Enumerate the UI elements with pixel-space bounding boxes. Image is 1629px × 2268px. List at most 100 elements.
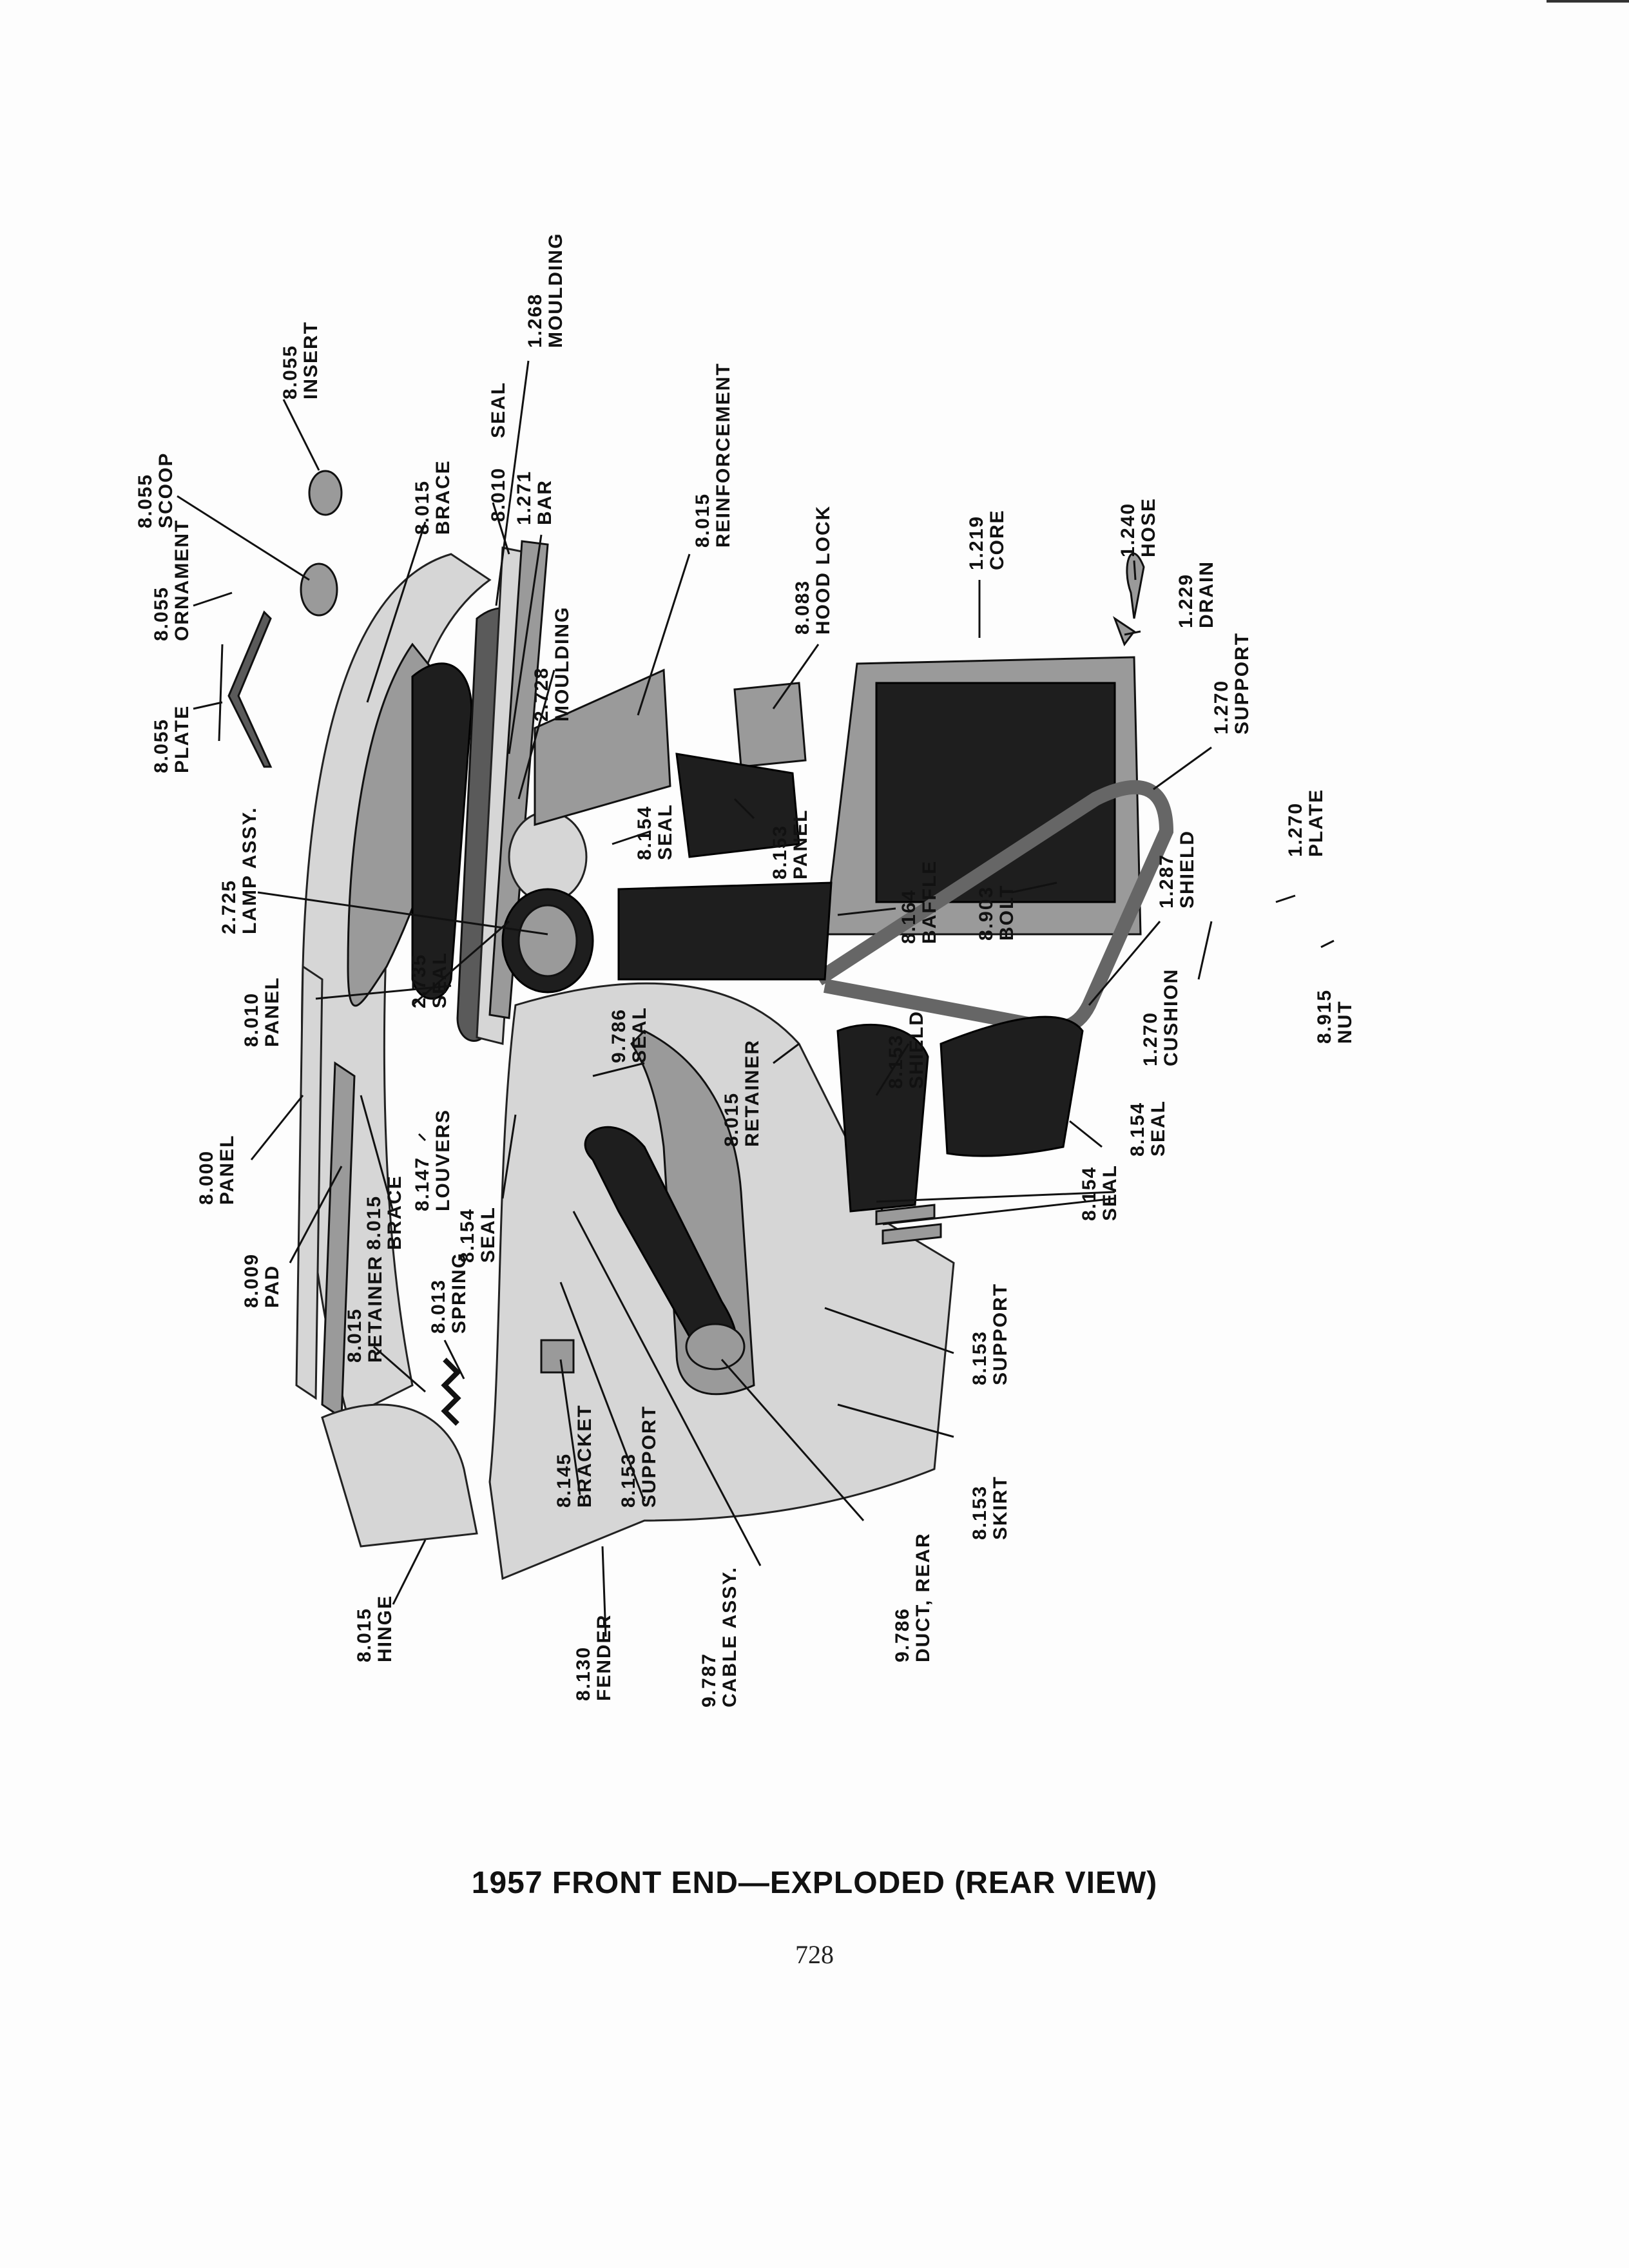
callout-number: 8.154 [1079, 1166, 1100, 1221]
callout-label: LAMP ASSY. [239, 807, 260, 934]
callout-seal-8154-d: 8.154 SEAL [457, 1206, 499, 1263]
callout-number: 8.153 [969, 1331, 990, 1385]
callout-label: SUPPORT [1231, 632, 1253, 735]
brace-structure [411, 662, 472, 1000]
baffle-shape [617, 881, 833, 981]
callout-number: 8.055 [151, 718, 172, 773]
callout-label: MOULDING [545, 233, 566, 348]
callout-moulding-1268: 1.268 MOULDING [525, 233, 566, 348]
callout-plate-8055: 8.055 PLATE [151, 705, 193, 773]
callout-fender-8130: 8.130 FENDER [573, 1614, 615, 1701]
callout-number: 8.164 [898, 889, 920, 944]
callout-support-8153-right: 8.153 SUPPORT [969, 1283, 1011, 1385]
hood-edge-strip [295, 965, 323, 1400]
callout-support-8153-low: 8.153 SUPPORT [618, 1405, 660, 1508]
callout-label: CABLE ASSY. [719, 1566, 740, 1707]
callout-number: 9.786 [892, 1608, 913, 1662]
figure-caption: 1957 FRONT END—EXPLODED (REAR VIEW) [471, 1866, 1158, 1900]
callout-label: HOSE [1138, 497, 1159, 557]
callout-label: FENDER [593, 1614, 615, 1701]
callout-scoop-8055: 8.055 SCOOP [135, 452, 177, 528]
callout-number: 2.725 [218, 879, 240, 934]
callout-drain-1229: 1.229 DRAIN [1175, 561, 1217, 628]
callout-shield-8153: 8.153 SHIELD [885, 1010, 927, 1089]
callout-label: SKIRT [990, 1475, 1011, 1540]
callout-seal-8154-c: 8.154 SEAL [1079, 1164, 1121, 1221]
callout-label: RETAINER [742, 1039, 763, 1147]
insert-shape [308, 470, 343, 516]
callout-seal-2735: 2.735 SEAL [409, 952, 450, 1008]
callout-brace-8015-low: 8.015 BRACE [363, 1175, 405, 1250]
callout-bolt-8903: 8.903 BOLT [976, 885, 1017, 941]
callout-label: SEAL [655, 803, 676, 860]
callout-hinge-8015: 8.015 HINGE [354, 1595, 396, 1662]
callout-baffle-8164: 8.164 BAFFLE [898, 860, 940, 944]
callout-label: SUPPORT [639, 1405, 660, 1508]
callout-label: SPRING [448, 1252, 470, 1334]
callout-duct-rear-9786: 9.786 DUCT, REAR [892, 1532, 934, 1662]
callout-number: 8.154 [457, 1208, 478, 1263]
callout-label: REINFORCEMENT [713, 362, 734, 548]
callout-number: 8.153 [618, 1453, 639, 1508]
callout-number: 8.009 [241, 1253, 262, 1308]
callout-number: 1.270 [1140, 1012, 1161, 1066]
callout-number: 1.219 [966, 515, 987, 570]
callout-insert-8055: 8.055 INSERT [280, 321, 322, 399]
callout-label: CORE [987, 509, 1008, 570]
callout-number: 8.055 [135, 474, 156, 528]
callout-label: PANEL [217, 1135, 238, 1205]
callout-label: SUPPORT [990, 1283, 1011, 1385]
callout-label: SEAL [477, 1206, 499, 1263]
callout-panel-8010: 8.010 PANEL [241, 977, 283, 1047]
callout-label: PANEL [790, 809, 811, 879]
lamp-bucket-inner [517, 904, 578, 977]
callout-seal-8154-a: 8.154 SEAL [634, 803, 676, 860]
hinge-shape [321, 1403, 478, 1548]
callout-label: ORNAMENT [171, 519, 193, 641]
callout-brace-8015-top: 8.015 BRACE [412, 459, 454, 535]
callout-label: CUSHION [1161, 968, 1182, 1066]
callout-number: 8.013 [428, 1279, 449, 1334]
callout-label: BOLT [996, 885, 1017, 941]
shield-8153-shape [836, 1023, 929, 1213]
callout-label: BRACE [384, 1175, 405, 1250]
callout-number: 1.271 [514, 470, 535, 525]
callout-label: HOOD LOCK [813, 505, 834, 635]
seal-strip-b [882, 1223, 942, 1245]
callout-number: 8.153 [769, 825, 791, 879]
callout-seal-8010: 8.010 SEAL [488, 381, 509, 522]
scan-edge-rule [1547, 0, 1629, 3]
callout-core-1219: 1.219 CORE [966, 509, 1008, 570]
callout-shield-1287: 1.287 SHIELD [1156, 830, 1198, 908]
callout-label: MOULDING [552, 606, 573, 722]
callout-moulding-2728: 2.728 MOULDING [531, 606, 573, 722]
callout-number: 8.153 [969, 1485, 990, 1540]
callout-number: 8.000 [196, 1150, 217, 1205]
callout-number: 1.240 [1117, 503, 1139, 557]
callout-louvers-8147: 8.147 LOUVERS [412, 1109, 454, 1211]
callout-label: NUT [1335, 1000, 1356, 1044]
hood-lock-shape [733, 682, 807, 768]
page-number: 728 [795, 1940, 834, 1969]
callout-nut-8915: 8.915 NUT [1314, 989, 1356, 1044]
callout-label: PLATE [171, 705, 193, 773]
callout-label: BAR [534, 479, 555, 525]
callout-lamp-assy-2725: 2.725 LAMP ASSY. [218, 807, 260, 934]
callout-retainer-8015-mid: 8.015 RETAINER [721, 1039, 763, 1147]
drain-shape [1112, 616, 1136, 647]
rear-duct-mouth [685, 1323, 746, 1370]
callout-number: 1.270 [1285, 802, 1306, 857]
callout-pad-8009: 8.009 PAD [241, 1253, 283, 1308]
callout-cable-assy-9787: 9.787 CABLE ASSY. [699, 1566, 740, 1707]
callout-number: 8.055 [280, 345, 301, 399]
callout-label: SHIELD [906, 1010, 927, 1089]
callout-bracket-8145: 8.145 BRACKET [554, 1404, 595, 1508]
spring-shape [441, 1358, 461, 1426]
callout-number: 8.147 [412, 1157, 433, 1211]
callout-number: 8.015 [363, 1195, 385, 1250]
callout-number: 8.083 [792, 580, 813, 635]
callout-cushion-1270: 1.270 CUSHION [1140, 968, 1182, 1066]
callout-retainer-8015-low: 8.015 RETAINER [344, 1255, 386, 1363]
callout-number: 9.786 [608, 1008, 630, 1063]
